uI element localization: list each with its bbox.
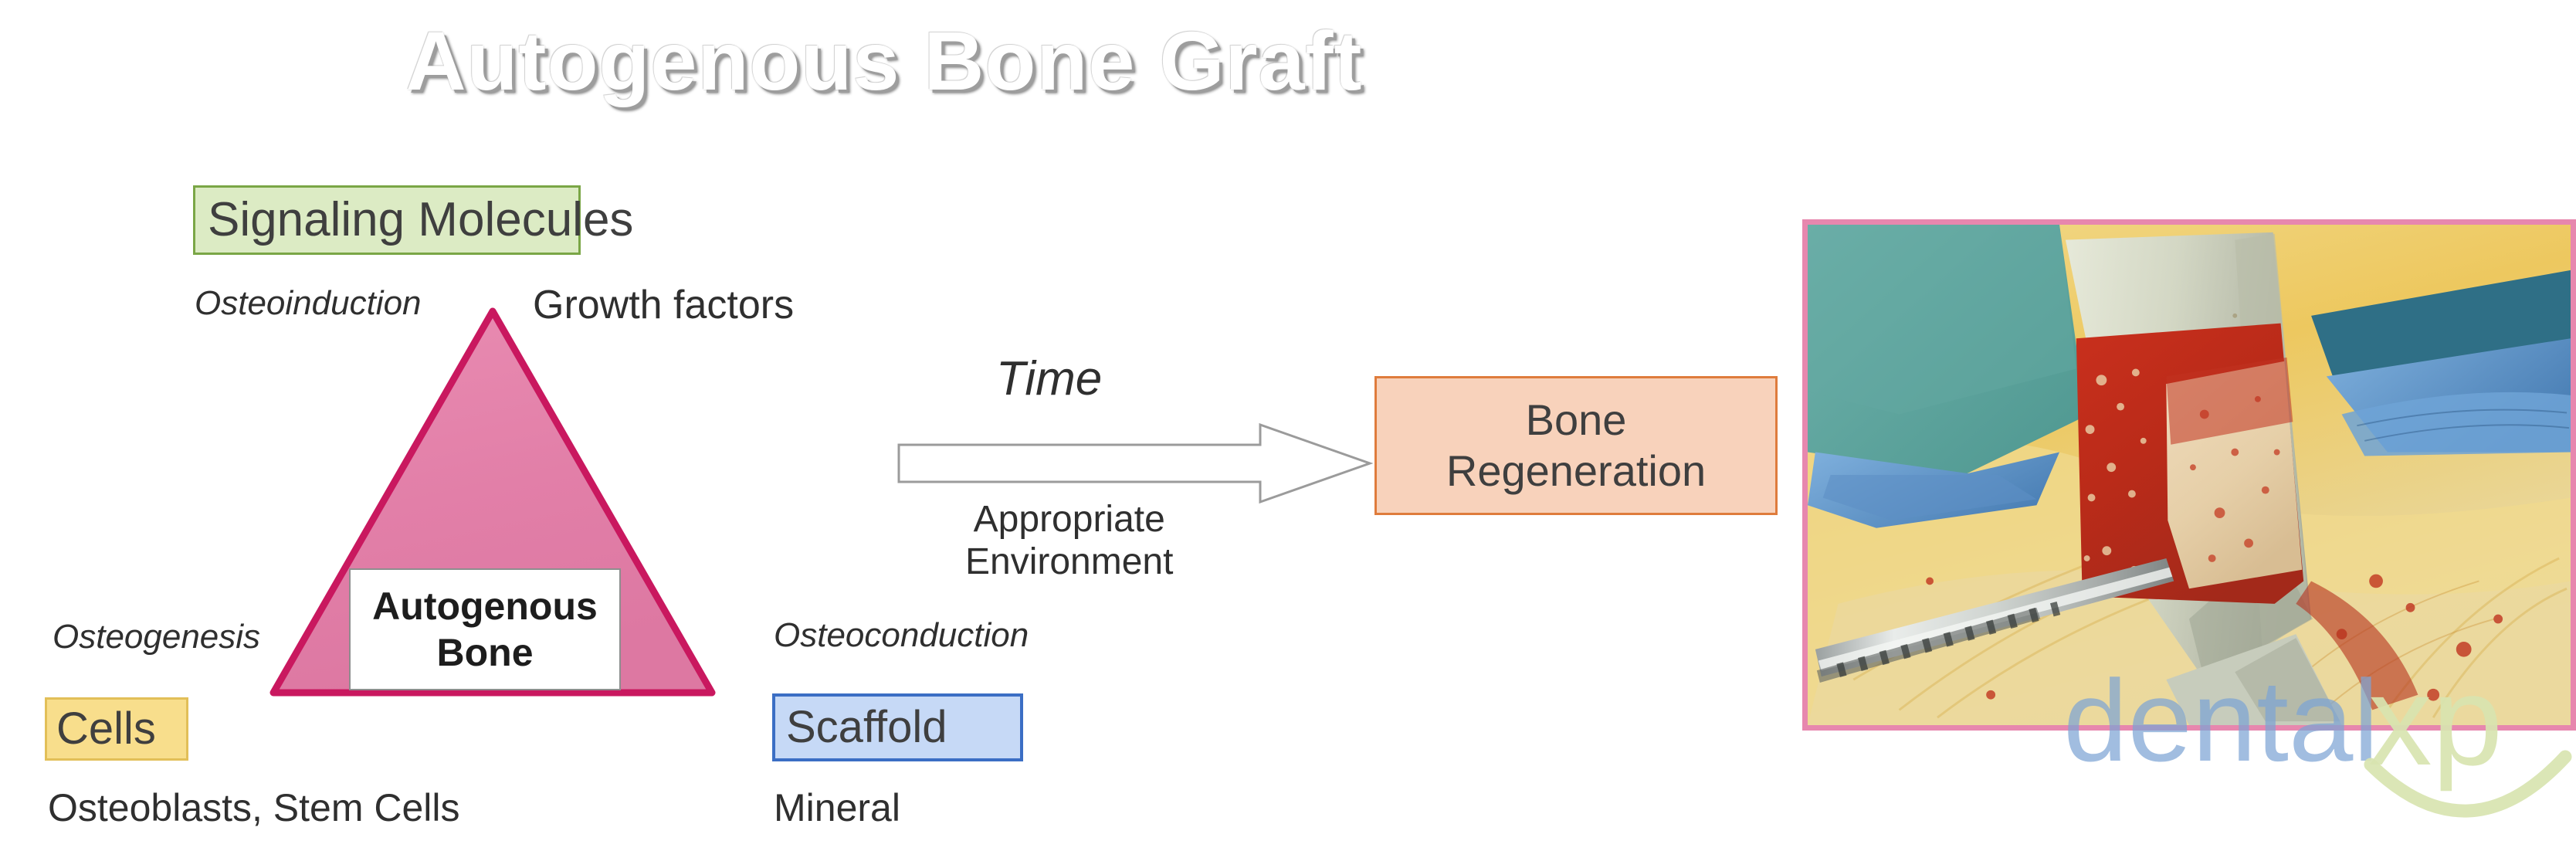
- scaffold-label: Scaffold: [786, 702, 947, 752]
- arrow-label-time: Time: [996, 352, 1103, 405]
- bone-regeneration-line2: Regeneration: [1446, 446, 1707, 495]
- watermark-smile-arc: [2364, 750, 2572, 818]
- vertex-box-scaffold[interactable]: Scaffold: [772, 693, 1023, 761]
- bone-regeneration-line1: Bone: [1525, 395, 1627, 444]
- cells-label: Cells: [56, 704, 156, 754]
- component-growth-factors: Growth factors: [533, 283, 795, 327]
- autogenous-bone-label: Autogenous Bone: [349, 568, 621, 690]
- arrow-label-environment: Appropriate Environment: [965, 498, 1173, 583]
- autogenous-bone-line2: Bone: [436, 631, 534, 674]
- mechanism-osteoinduction: Osteoinduction: [195, 284, 422, 322]
- component-mineral: Mineral: [774, 786, 900, 829]
- autogenous-bone-line1: Autogenous: [372, 585, 598, 628]
- mechanism-osteogenesis: Osteogenesis: [53, 618, 261, 656]
- outcome-box-bone-regeneration[interactable]: Bone Regeneration: [1374, 376, 1778, 515]
- component-osteoblasts-stem-cells: Osteoblasts, Stem Cells: [48, 786, 460, 829]
- vertex-box-signaling-molecules[interactable]: Signaling Molecules: [193, 185, 633, 255]
- vertex-box-cells[interactable]: Cells: [45, 697, 188, 761]
- arrow-label-environment-line2: Environment: [965, 541, 1174, 583]
- process-arrow-icon: [896, 417, 1374, 510]
- clinical-photo[interactable]: [1802, 219, 2576, 731]
- mechanism-osteoconduction: Osteoconduction: [774, 616, 1029, 654]
- arrow-label-environment-line1: Appropriate: [973, 499, 1165, 540]
- page-title: Autogenous Bone Graft: [405, 14, 1363, 107]
- signaling-molecules-label: Signaling Molecules: [208, 193, 634, 246]
